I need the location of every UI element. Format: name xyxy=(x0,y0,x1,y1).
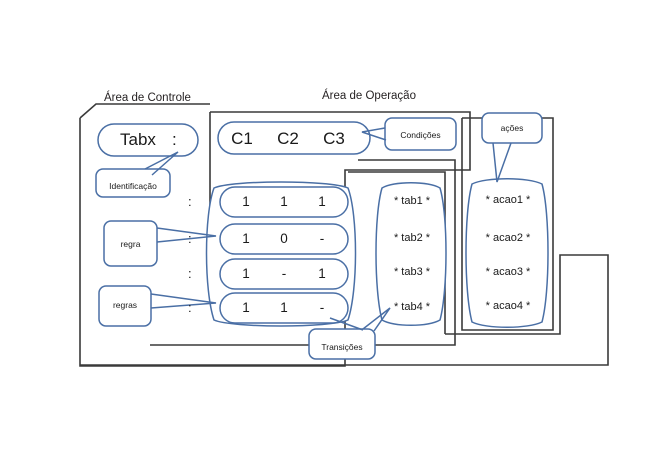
action-cell-2: * acao2 * xyxy=(485,232,531,244)
rule-cell-r4c3: - xyxy=(319,300,325,315)
conditions-callout-label: Condições xyxy=(400,130,441,140)
conditions-capsule xyxy=(217,121,371,155)
identification-callout-bubble xyxy=(95,168,171,198)
rule-cell-r3c3: 1 xyxy=(318,266,326,281)
rule-cell-r3c1: 1 xyxy=(242,266,250,281)
transition-cell-1: * tab1 * xyxy=(393,195,431,207)
operation-area-title: Área de Operação xyxy=(322,90,416,102)
condition-cell-c2: C2 xyxy=(277,129,299,148)
rule-cell-r1c1: 1 xyxy=(242,194,250,209)
actions-barrel xyxy=(465,178,549,328)
rule-cell-r1c2: 1 xyxy=(280,194,288,209)
condition-cell-c1: C1 xyxy=(231,129,253,148)
action-cell-1: * acao1 * xyxy=(485,194,531,206)
outer-return-path xyxy=(80,254,609,366)
rule-cell-r1c3: 1 xyxy=(318,194,326,209)
transitions-callout-tail xyxy=(362,307,391,332)
rule-row-colon-2: : xyxy=(188,231,192,246)
identification-colon: : xyxy=(172,130,177,149)
transitions-frame-outer xyxy=(150,159,456,346)
action-cell-4: * acao4 * xyxy=(485,300,531,312)
transition-cell-2: * tab2 * xyxy=(393,232,431,244)
transition-cell-3: * tab3 * xyxy=(393,266,431,278)
identification-callout-label: Identificação xyxy=(109,181,157,191)
transitions-callout-leader xyxy=(329,317,364,331)
identification-callout-tail xyxy=(144,151,179,176)
actions-callout-label: ações xyxy=(500,123,524,133)
rule-row-colon-4: : xyxy=(188,300,192,315)
rule-cell-r2c1: 1 xyxy=(242,231,250,246)
conditions-callout-tail xyxy=(361,127,387,141)
rule-row-capsule-1 xyxy=(219,186,349,218)
rule-row-capsule-3 xyxy=(219,258,349,290)
rule-row-colon-1: : xyxy=(188,194,192,209)
rule-row-capsule-4 xyxy=(219,292,349,324)
rules-callout-bubble xyxy=(98,285,152,327)
rules-callout-label: regras xyxy=(112,300,138,310)
rule-callout-label: regra xyxy=(120,239,141,249)
transition-cell-4: * tab4 * xyxy=(393,301,431,313)
rule-callout-bubble xyxy=(103,220,158,267)
rule-row-colon-3: : xyxy=(188,266,192,281)
condition-cell-c3: C3 xyxy=(323,129,345,148)
rule-row-capsule-2 xyxy=(219,223,349,255)
transitions-callout-bubble xyxy=(308,328,376,360)
transitions-barrel xyxy=(375,182,447,326)
rule-cell-r4c1: 1 xyxy=(242,300,250,315)
rule-callout-tail xyxy=(156,227,217,243)
identification-label: Tabx xyxy=(120,130,156,149)
actions-callout-bubble xyxy=(481,112,543,144)
rule-cell-r2c3: - xyxy=(319,231,325,246)
conditions-callout-bubble xyxy=(384,117,457,151)
identification-capsule xyxy=(97,123,199,157)
transitions-callout-label: Transições xyxy=(321,342,363,352)
actions-callout-tail xyxy=(492,142,512,183)
rule-cell-r4c2: 1 xyxy=(280,300,288,315)
action-cell-3: * acao3 * xyxy=(485,266,531,278)
rule-cell-r3c2: - xyxy=(281,266,287,281)
rules-callout-tail xyxy=(150,293,217,309)
rule-cell-r2c2: 0 xyxy=(280,231,288,246)
control-area-title: Área de Controle xyxy=(104,92,191,104)
